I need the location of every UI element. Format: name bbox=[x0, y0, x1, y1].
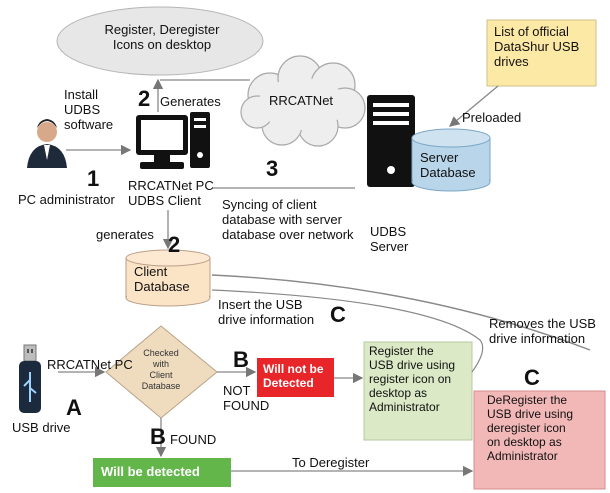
pc-administrator-icon bbox=[27, 119, 67, 168]
install-software-label: Install UDBS software bbox=[64, 87, 114, 132]
rrcatnet-pc-label: RRCATNet PC bbox=[47, 357, 133, 372]
letter-a: A bbox=[66, 395, 82, 420]
detected-box bbox=[93, 458, 231, 487]
found-label: FOUND bbox=[170, 432, 217, 447]
client-database-label: Client Database bbox=[134, 264, 190, 294]
letter-b-low: B bbox=[150, 424, 166, 449]
generates-label: Generates bbox=[160, 94, 221, 109]
server-database-label: Server Database bbox=[420, 150, 476, 180]
pc-administrator-label: PC administrator bbox=[18, 192, 115, 207]
letter-b-mid: B bbox=[233, 347, 249, 372]
not-detected-box bbox=[257, 358, 334, 397]
server-database-cylinder bbox=[411, 128, 491, 192]
udbs-server-icon bbox=[367, 95, 415, 187]
removes-info-label: Removes the USB drive information bbox=[489, 316, 596, 346]
step-1: 1 bbox=[87, 166, 100, 191]
rrcatnet-cloud bbox=[240, 55, 366, 147]
to-deregister-label: To Deregister bbox=[292, 455, 370, 470]
insert-info-label: Insert the USB drive information bbox=[218, 297, 315, 327]
deregister-box bbox=[473, 390, 606, 490]
letter-c-mid: C bbox=[330, 302, 346, 327]
letter-c-right: C bbox=[524, 365, 540, 390]
detected-label: Will be detected bbox=[101, 464, 200, 479]
official-drives-list-box bbox=[486, 19, 597, 87]
not-found-label: NOT FOUND bbox=[223, 383, 270, 413]
generates-lower-label: generates bbox=[96, 227, 154, 242]
preloaded-label: Preloaded bbox=[462, 110, 522, 125]
rrcatnet-pc-client-label: RRCATNet PC UDBS Client bbox=[128, 178, 214, 208]
usb-drive-icon bbox=[19, 344, 41, 413]
usb-drive-label: USB drive bbox=[12, 420, 71, 435]
client-database-cylinder bbox=[125, 249, 211, 307]
register-icons-cloud bbox=[56, 6, 264, 76]
connectors bbox=[58, 78, 591, 477]
udbs-server-label: UDBS Server bbox=[370, 224, 409, 254]
register-icons-cloud-label: Register, Deregister Icons on desktop bbox=[104, 22, 220, 52]
step-2-top: 2 bbox=[138, 86, 151, 111]
pc-client-icon bbox=[136, 112, 210, 169]
rrcatnet-cloud-label: RRCATNet bbox=[269, 93, 334, 108]
step-3: 3 bbox=[266, 156, 279, 181]
decision-label: Checked with Client Database bbox=[141, 348, 181, 391]
not-detected-label: Will not be Detected bbox=[263, 362, 324, 390]
official-drives-list-label: List of official DataShur USB drives bbox=[494, 24, 580, 69]
register-box bbox=[363, 341, 473, 441]
deregister-box-label: DeRegister the USB drive using deregiste… bbox=[487, 393, 574, 463]
register-box-label: Register the USB drive using register ic… bbox=[369, 344, 456, 414]
syncing-label: Syncing of client database with server d… bbox=[222, 197, 354, 242]
step-2-bottom: 2 bbox=[168, 232, 181, 257]
